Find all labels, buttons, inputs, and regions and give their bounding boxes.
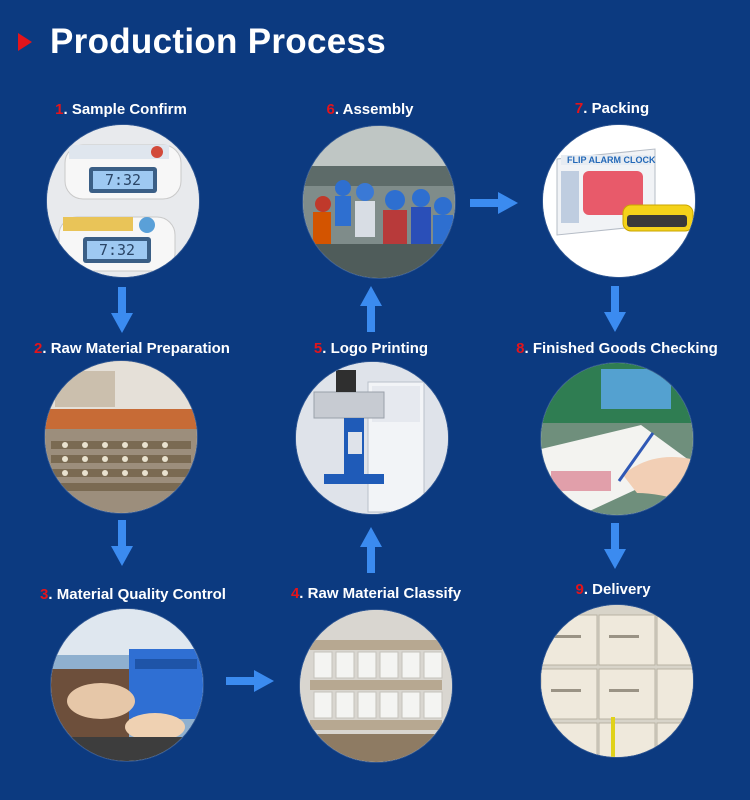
step-5-number: 5 bbox=[313, 340, 323, 357]
step-5-text: Logo Printing bbox=[330, 340, 429, 357]
step-6-label: 6. Assembly bbox=[326, 101, 414, 118]
page-title: Production Process bbox=[50, 22, 387, 61]
step-8-label: 8. Finished Goods Checking bbox=[516, 340, 718, 357]
step-7-text: Packing bbox=[591, 100, 650, 117]
step-8-text: Finished Goods Checking bbox=[532, 340, 718, 357]
step-2-photo bbox=[45, 361, 197, 513]
step-2-text: Raw Material Preparation bbox=[50, 340, 230, 357]
step-1-photo: 7:32 7:32 bbox=[47, 125, 199, 277]
step-1-number: 1 bbox=[55, 101, 64, 118]
arrow-up-icon bbox=[360, 286, 382, 332]
step-4-number: 4 bbox=[290, 585, 300, 602]
step-3-label: 3. Material Quality Control bbox=[40, 586, 226, 603]
header-arrow-icon bbox=[18, 33, 32, 51]
step-3-number: 3 bbox=[40, 586, 49, 603]
arrow-right-icon bbox=[226, 670, 274, 692]
arrow-up-icon bbox=[360, 527, 382, 573]
step-4-label: 4. Raw Material Classify bbox=[290, 585, 462, 602]
page-header: Production Process bbox=[18, 22, 386, 62]
clock-time-top: 7:32 bbox=[105, 171, 141, 189]
step-7-label: 7. Packing bbox=[574, 100, 650, 117]
step-2-number: 2 bbox=[34, 340, 43, 357]
step-3-photo bbox=[51, 609, 203, 761]
arrow-down-icon bbox=[111, 520, 133, 566]
step-9-photo bbox=[541, 605, 693, 757]
step-9-text: Delivery bbox=[592, 581, 651, 598]
arrow-right-icon bbox=[470, 192, 518, 214]
step-4-text: Raw Material Classify bbox=[307, 585, 462, 602]
step-3-text: Material Quality Control bbox=[56, 586, 226, 603]
step-9-label: 9. Delivery bbox=[575, 581, 651, 598]
step-5-label: 5. Logo Printing bbox=[313, 340, 429, 357]
step-6-text: Assembly bbox=[342, 101, 414, 118]
step-8-photo bbox=[541, 363, 693, 515]
step-1-label: 1. Sample Confirm bbox=[55, 101, 187, 118]
arrow-down-icon bbox=[111, 287, 133, 333]
step-9-number: 9 bbox=[575, 581, 584, 598]
arrow-down-icon bbox=[604, 286, 626, 332]
step-6-photo bbox=[303, 126, 455, 278]
step-1-text: Sample Confirm bbox=[71, 101, 187, 118]
box-brand-text: FLIP ALARM CLOCK bbox=[567, 155, 656, 165]
step-5-photo bbox=[296, 362, 448, 514]
step-8-number: 8 bbox=[516, 340, 525, 357]
step-7-number: 7 bbox=[574, 100, 584, 117]
step-2-label: 2. Raw Material Preparation bbox=[34, 340, 230, 357]
clock-time-bottom: 7:32 bbox=[99, 241, 135, 259]
step-7-photo: FLIP ALARM CLOCK bbox=[543, 125, 695, 277]
step-6-number: 6 bbox=[326, 101, 335, 118]
step-4-photo bbox=[300, 610, 452, 762]
arrow-down-icon bbox=[604, 523, 626, 569]
